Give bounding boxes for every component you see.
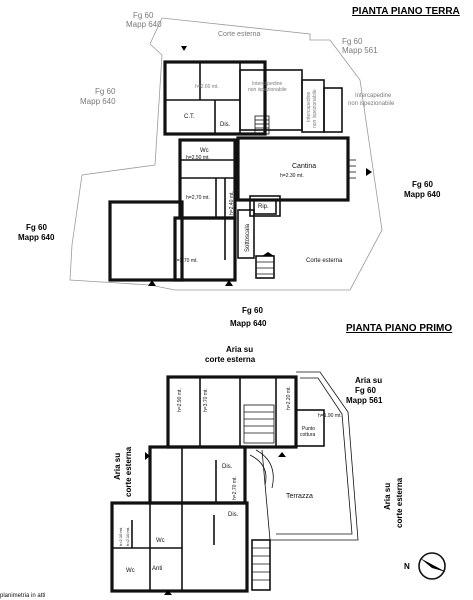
corte-esterna-top-label: Corte esterna (218, 31, 261, 38)
ff-dis2-label: Dis. (228, 512, 239, 518)
ff-room-h3: h=2.20 mt. (286, 386, 292, 410)
parcel-top-center-fg: Fg 60 (133, 11, 154, 20)
ff-wc1-label: Wc (156, 538, 165, 544)
intercapedine-3-line2: non ispezionabile (348, 101, 395, 107)
room-cantina-label: Cantina (292, 163, 316, 170)
aria-top-line2: corte esterna (205, 355, 256, 364)
parcel-bottom-fg: Fg 60 (242, 306, 263, 315)
first-floor-walls (110, 371, 359, 595)
room-rip-label: Rip. (258, 204, 269, 210)
room-mid-h: h=2,70 mt. (186, 195, 210, 201)
intercapedine-1-line1: Intercapedine (252, 81, 283, 87)
intercapedine-2-line2: non ispezionabile (312, 89, 318, 128)
aria-right-line2: Fg 60 (355, 386, 376, 395)
lot-boundary (69, 17, 383, 291)
ground-upper-block (163, 46, 343, 136)
aria-left-line2: corte esterna (124, 446, 133, 497)
room-ct-label: C.T. (184, 114, 195, 120)
aria-far-right-line1: Aria su (383, 483, 392, 510)
parcel-bottom-mapp: Mapp 640 (230, 319, 267, 328)
north-label: N (404, 562, 410, 571)
ff-anti-label: Anti (152, 566, 162, 572)
aria-right-line1: Aria su (355, 376, 382, 385)
parcel-top-right-mapp: Mapp 561 (342, 46, 378, 55)
ground-floor-labels: Corte esterna Fg 60 Mapp 640 Fg 60 Mapp … (18, 11, 441, 328)
parcel-left-upper-fg: Fg 60 (95, 87, 116, 96)
intercapedine-1-line2: non ispezionabile (248, 87, 287, 93)
room-dis-label: Dis. (220, 122, 231, 128)
parcel-top-center-mapp: Mapp 640 (126, 20, 162, 29)
intercapedine-3-line1: Intercapedine (355, 93, 392, 99)
ff-room-h5: h=2.70 mt. (232, 476, 238, 500)
aria-top-line1: Aria su (226, 345, 253, 354)
north-arrow: N (404, 552, 446, 580)
footer-note: planimetria in atti (0, 593, 45, 599)
room-sottoscala-label: Sottoscala (245, 223, 251, 252)
parcel-left-lower-mapp: Mapp 640 (18, 233, 55, 242)
punto-cottura-line1: Punto (302, 426, 315, 432)
corte-esterna-right-label: Corte esterna (306, 258, 343, 264)
parcel-right-fg: Fg 60 (412, 180, 433, 189)
aria-right-line3: Mapp 561 (346, 396, 383, 405)
terrazza-label: Terrazza (286, 493, 313, 500)
ff-dis1-label: Dis. (222, 464, 233, 470)
room-cantina-h: h=2.30 mt. (280, 173, 304, 179)
parcel-left-lower-fg: Fg 60 (26, 223, 47, 232)
punto-cottura-line2: cottura (300, 432, 316, 438)
ff-wc2-label: Wc (126, 568, 135, 574)
aria-left-line1: Aria su (113, 453, 122, 480)
ff-room-h4: h=1.90 mt. (318, 413, 342, 419)
ff-room-h1: h=2.90 mt. (177, 388, 183, 412)
room-left-h: h=2,70 mt. (174, 258, 198, 264)
first-floor-labels: Aria su corte esterna Aria su Fg 60 Mapp… (113, 345, 404, 574)
first-floor-title: PIANTA PIANO PRIMO (346, 323, 452, 334)
room-h-top: h=2.60 mt. (195, 84, 219, 90)
room-right-h: h=2.40 mt. (229, 191, 235, 215)
room-wc-h: h=2.50 mt. (186, 155, 210, 161)
intercapedine-2-line1: Intercapedine (306, 91, 312, 122)
parcel-top-right-fg: Fg 60 (342, 37, 363, 46)
parcel-right-mapp: Mapp 640 (404, 190, 441, 199)
aria-far-right-line2: corte esterna (395, 477, 404, 528)
room-wc-label: Wc (200, 148, 209, 154)
ground-main-block (108, 136, 372, 286)
ground-floor-title: PIANTA PIANO TERRA (352, 6, 460, 17)
ff-room-ha: h=2.10 mt. (118, 527, 123, 546)
parcel-left-upper-mapp: Mapp 640 (80, 97, 116, 106)
ff-room-hb: h=2.10 mt. (125, 527, 130, 546)
ff-room-h2: h=3.70 mt. (203, 388, 209, 412)
